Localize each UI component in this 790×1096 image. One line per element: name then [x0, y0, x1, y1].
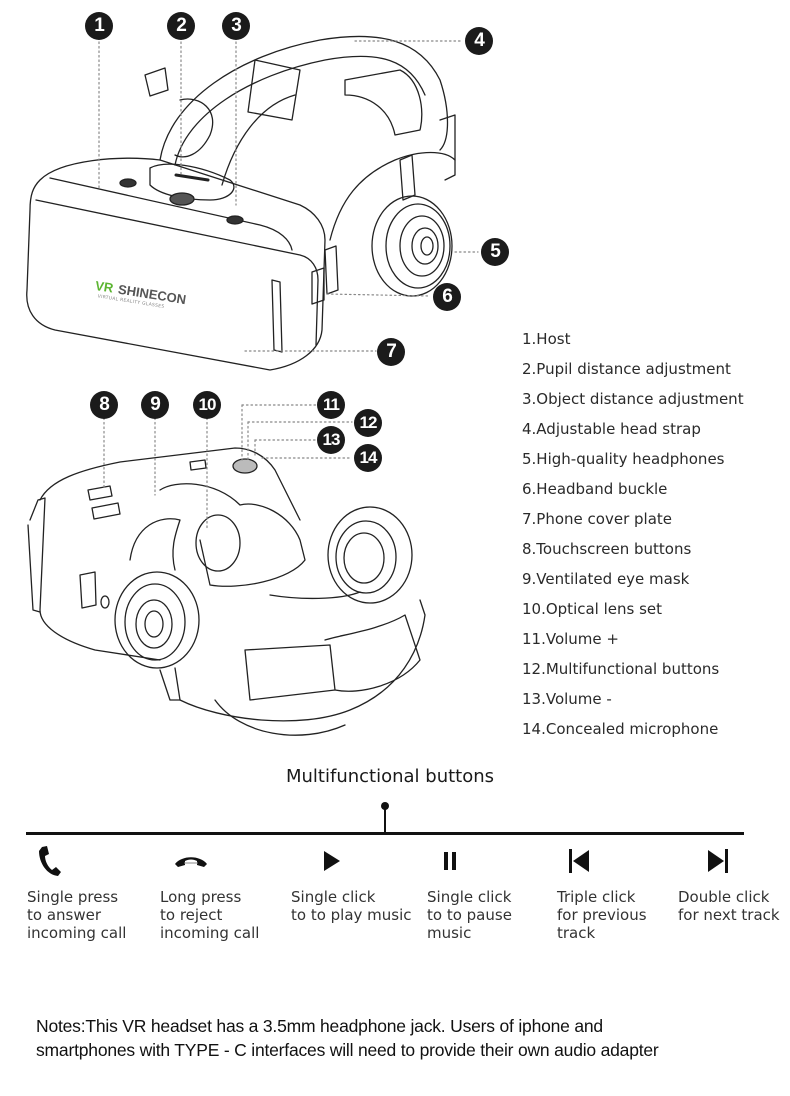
play-icon — [324, 851, 340, 871]
next-track-icon — [708, 849, 728, 873]
legend-item: 6.Headband buckle — [522, 480, 668, 498]
action-text: Double click for next track — [678, 888, 780, 924]
action-text: Single click to to play music — [291, 888, 412, 924]
legend-item: 1.Host — [522, 330, 571, 348]
callout-12: 12 — [354, 409, 382, 437]
headphone-drawing — [329, 114, 456, 297]
action-next-track: Double click for next track — [678, 844, 780, 924]
action-text: Single press to answer incoming call — [27, 888, 127, 942]
action-previous-track: Triple click for previous track — [557, 844, 647, 942]
action-text: Triple click for previous track — [557, 888, 647, 942]
legend-item: 3.Object distance adjustment — [522, 390, 744, 408]
callout-4: 4 — [465, 27, 493, 55]
phone-hangup-icon — [175, 857, 207, 867]
legend-item: 4.Adjustable head strap — [522, 420, 701, 438]
callout-2: 2 — [167, 12, 195, 40]
callout-3: 3 — [222, 12, 250, 40]
legend-item: 2.Pupil distance adjustment — [522, 360, 731, 378]
leader-lines — [98, 40, 479, 531]
callout-6: 6 — [433, 283, 461, 311]
previous-track-icon — [569, 849, 589, 873]
headset-illustration — [26, 35, 479, 736]
pause-icon — [444, 852, 456, 870]
multifunction-title: Multifunctional buttons — [285, 766, 495, 787]
action-answer-call: Single press to answer incoming call — [27, 844, 126, 942]
action-text: Single click to to pause music — [427, 888, 512, 942]
callout-11: 11 — [317, 391, 345, 419]
legend-item: 7.Phone cover plate — [522, 510, 672, 528]
legend-item: 12.Multifunctional buttons — [522, 660, 720, 678]
timeline-line — [26, 832, 744, 835]
timeline-marker-stem — [384, 806, 386, 833]
legend-item: 5.High-quality headphones — [522, 450, 725, 468]
head-strap-drawing — [144, 35, 449, 186]
callout-13: 13 — [317, 426, 345, 454]
phone-answer-icon — [39, 846, 61, 876]
brand-prefix: VR — [94, 277, 115, 296]
callout-10: 10 — [193, 391, 221, 419]
action-pause: Single click to to pause music — [427, 844, 512, 942]
notes-line-2: smartphones with TYPE - C interfaces wil… — [36, 1040, 659, 1060]
parts-legend: 1.Host 2.Pupil distance adjustment 3.Obj… — [522, 324, 744, 744]
callout-1: 1 — [85, 12, 113, 40]
legend-item: 10.Optical lens set — [522, 600, 663, 618]
legend-item: 13.Volume - — [522, 690, 612, 708]
notes: Notes:This VR headset has a 3.5mm headph… — [36, 1014, 659, 1062]
callout-14: 14 — [354, 444, 382, 472]
callout-8: 8 — [90, 391, 118, 419]
action-play: Single click to to play music — [291, 844, 412, 924]
action-reject-call: Long press to reject incoming call — [160, 844, 259, 942]
action-text: Long press to reject incoming call — [160, 888, 260, 942]
callout-7: 7 — [377, 338, 405, 366]
host-drawing — [26, 157, 339, 371]
legend-item: 14.Concealed microphone — [522, 720, 719, 738]
legend-item: 8.Touchscreen buttons — [522, 540, 692, 558]
legend-item: 9.Ventilated eye mask — [522, 570, 690, 588]
headset-back-drawing — [27, 447, 426, 736]
callout-9: 9 — [141, 391, 169, 419]
legend-item: 11.Volume + — [522, 630, 619, 648]
notes-line-1: Notes:This VR headset has a 3.5mm headph… — [36, 1016, 603, 1036]
callout-5: 5 — [481, 238, 509, 266]
